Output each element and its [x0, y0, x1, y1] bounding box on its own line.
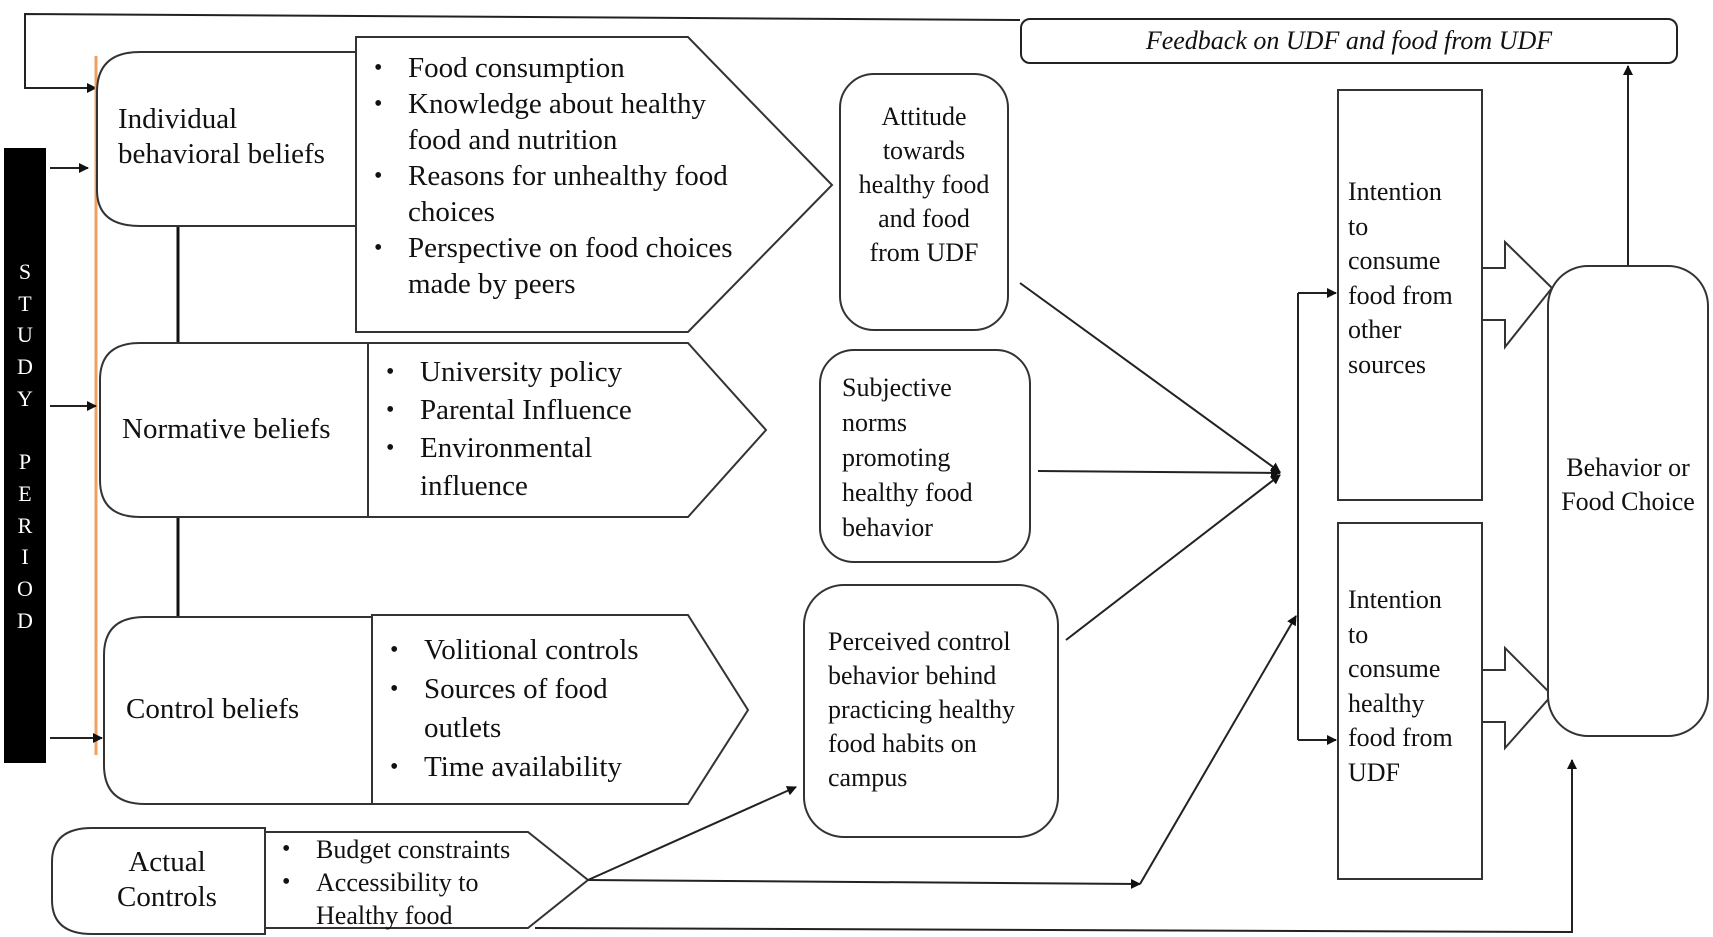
list-item: Accessibility to Healthy food: [276, 866, 516, 932]
actual-controls-box: [51, 827, 266, 935]
normative-beliefs-box: [99, 342, 369, 518]
study-period-letter: S: [18, 259, 32, 284]
list-item: Food consumption: [368, 50, 758, 86]
study-period-letter: E: [18, 480, 32, 506]
list-item: Budget constraints: [276, 833, 546, 866]
attitude-to-junction-arrow: [1019, 282, 1281, 473]
list-item: Time availability: [384, 748, 684, 787]
study-period-letter: U: [17, 322, 33, 348]
actual-to-perceived-arrow: [587, 786, 797, 881]
study-period-letter: T: [18, 290, 32, 316]
study-period-letter: D: [17, 354, 33, 380]
intention-other-block-arrow: [1481, 239, 1554, 350]
individual-beliefs-label: Individual behavioral beliefs: [118, 103, 325, 170]
actual-junction-to-intention-arrow: [1139, 615, 1297, 885]
study-period-letter: I: [21, 544, 29, 570]
study-period-letter: [4, 415, 46, 447]
study-period-letter: Y: [17, 385, 33, 411]
study-period-letter: O: [17, 576, 33, 602]
attitude-label: Attitude towards healthy food and food f…: [858, 102, 990, 267]
actual-controls-label: Actual Controls: [117, 846, 217, 913]
list-item: University policy: [380, 353, 700, 391]
control-items-list: Volitional controls Sources of food outl…: [384, 631, 684, 787]
attitude-box: [839, 73, 1009, 331]
behavior-label: Behavior or Food Choice: [1561, 453, 1695, 516]
control-to-junction-arrow: [1065, 474, 1281, 641]
list-item: Knowledge about healthy food and nutriti…: [368, 86, 758, 158]
feedback-label: Feedback on UDF and food from UDF: [1145, 26, 1553, 55]
normative-items-list: University policy Parental Influence Env…: [380, 353, 700, 505]
study-period-letter: R: [17, 512, 33, 538]
behavior-box: [1547, 265, 1709, 737]
intention-other-label: Intention to consume food from other sou…: [1348, 177, 1453, 379]
feedback-loop-line: [24, 12, 1021, 93]
list-item: Sources of food outlets: [384, 670, 654, 748]
feedback-box: Feedback on UDF and food from UDF: [1020, 18, 1678, 64]
individual-beliefs-box: [96, 51, 357, 227]
perceived-control-label: Perceived control behavior behind practi…: [828, 627, 1015, 792]
actual-items-list: Budget constraints Accessibility to Heal…: [276, 833, 546, 932]
list-item: Reasons for unhealthy food choices: [368, 158, 758, 230]
actual-to-behavior-line: [534, 759, 1577, 934]
actual-to-junction-line: [587, 878, 1141, 889]
list-item: Parental Influence: [380, 391, 700, 429]
subjective-norms-label: Subjective norms promoting healthy food …: [842, 373, 973, 542]
list-item: Perspective on food choices made by peer…: [368, 230, 758, 302]
control-beliefs-label: Control beliefs: [126, 693, 300, 725]
study-period-letter: P: [18, 449, 32, 475]
intention-udf-block-arrow: [1481, 645, 1554, 751]
study-period-letter: D: [17, 607, 33, 633]
individual-items-list: Food consumption Knowledge about healthy…: [368, 50, 758, 302]
intention-other-box: [1337, 89, 1483, 501]
subjective-norms-box: [819, 349, 1031, 563]
norms-to-junction-arrow: [1037, 467, 1281, 478]
list-item: Environmental influence: [380, 429, 640, 505]
control-beliefs-box: [103, 616, 373, 805]
perceived-control-box: [803, 584, 1059, 838]
normative-beliefs-label: Normative beliefs: [122, 413, 331, 445]
intention-udf-label: Intention to consume healthy food from U…: [1348, 585, 1453, 787]
list-item: Volitional controls: [384, 631, 684, 670]
